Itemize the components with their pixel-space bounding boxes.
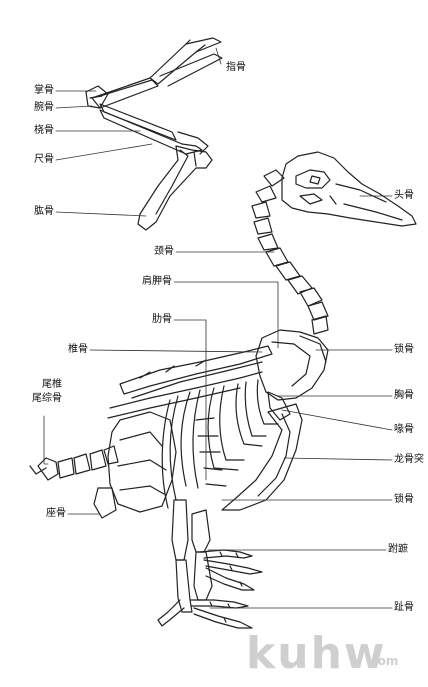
label-humerus: 肱骨 — [34, 206, 54, 217]
neck-vertebrae — [251, 169, 329, 335]
label-skull: 头骨 — [394, 190, 414, 201]
label-clavicle-upper: 锁骨 — [394, 344, 414, 355]
label-sternum: 胸骨 — [394, 390, 414, 401]
label-metacarpals: 掌骨 — [34, 85, 54, 96]
label-tarsometatarsus: 跗蹠 — [388, 544, 408, 555]
label-pygostyle: 尾综骨 — [32, 393, 62, 404]
watermark-suffix: .com — [366, 654, 399, 668]
label-ulna: 尺骨 — [34, 154, 54, 165]
tail-bones — [29, 445, 119, 481]
leader-lines — [43, 47, 393, 609]
label-radius: 桡骨 — [34, 125, 54, 136]
label-ribs: 肋骨 — [152, 314, 172, 325]
torso-bones — [93, 329, 329, 519]
leg-bones — [157, 499, 263, 629]
label-cervical-vertebrae: 颈骨 — [154, 246, 174, 257]
label-carpals: 腕骨 — [34, 102, 54, 113]
label-vertebrae: 椎骨 — [68, 344, 88, 355]
label-clavicle-lower: 锁骨 — [394, 494, 414, 505]
wing-bones — [85, 37, 223, 231]
label-coracoid: 喙骨 — [394, 424, 414, 435]
label-toe-phalanges: 趾骨 — [394, 602, 414, 613]
watermark-brand: kuhw — [246, 628, 387, 679]
label-ischium: 座骨 — [46, 508, 66, 519]
label-phalanges: 指骨 — [226, 62, 246, 73]
label-caudal-vertebrae: 尾椎 — [42, 379, 62, 390]
label-keel: 龙骨突 — [394, 454, 424, 465]
skull — [281, 151, 417, 227]
label-scapula: 肩胛骨 — [142, 276, 172, 287]
